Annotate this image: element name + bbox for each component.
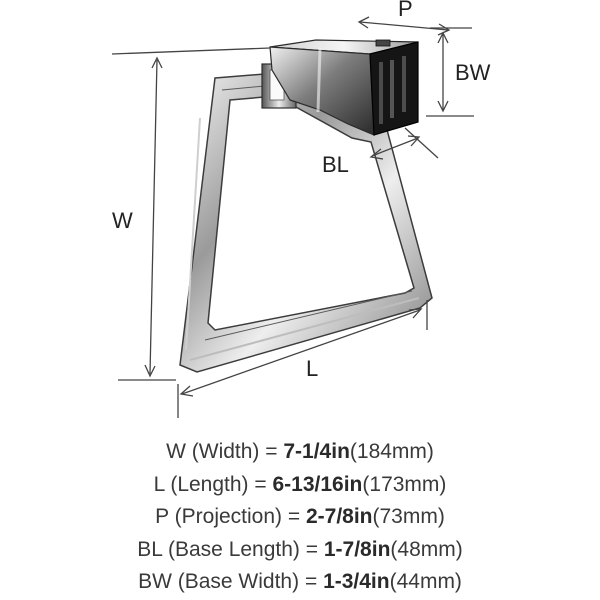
spec-name: (Width): [191, 440, 260, 463]
spec-value: 1-3/4in: [323, 570, 390, 593]
spec-row-length: L (Length) = 6-13/16in(173mm): [153, 472, 447, 496]
spec-value: 2-7/8in: [305, 505, 373, 528]
spec-row-base-length: BL (Base Length) = 1-7/8in(48mm): [137, 537, 463, 561]
spec-value: 6-13/16in: [272, 472, 363, 496]
spec-metric: (48mm): [390, 537, 463, 561]
spec-abbr: BL: [137, 537, 163, 561]
dimension-spec-list: W (Width) = 7-1/4in(184mm) L (Length) = …: [0, 436, 600, 599]
spec-abbr: BW: [138, 570, 172, 593]
spec-metric: (184mm): [349, 440, 434, 463]
spec-name: (Projection): [174, 505, 283, 528]
dim-label-l: L: [306, 356, 318, 381]
dim-label-bl: BL: [322, 152, 349, 177]
spec-name: (Length): [170, 472, 249, 496]
spec-value: 1-7/8in: [323, 537, 391, 561]
ring-frame: [179, 71, 433, 373]
spec-row-width: W (Width) = 7-1/4in(184mm): [166, 440, 434, 463]
dim-label-w: W: [112, 208, 133, 233]
spec-abbr: W: [166, 440, 186, 463]
spec-metric: (173mm): [362, 472, 447, 496]
spec-name: (Base Width): [177, 570, 300, 593]
spec-row-base-width: BW (Base Width) = 1-3/4in(44mm): [138, 570, 462, 593]
wall-base-block: [269, 39, 419, 136]
spec-row-projection: P (Projection) = 2-7/8in(73mm): [155, 505, 445, 528]
spec-name: (Base Length): [168, 537, 300, 561]
spec-abbr: L: [153, 472, 165, 496]
spec-value: 7-1/4in: [283, 440, 350, 463]
spec-metric: (73mm): [372, 505, 445, 528]
dim-label-p: P: [398, 0, 413, 21]
towel-ring-diagram: P BW BL W L: [111, 0, 491, 418]
dimension-lines: [111, 16, 474, 418]
spec-metric: (44mm): [389, 570, 462, 593]
spec-abbr: P: [155, 505, 169, 528]
dim-label-bw: BW: [455, 60, 491, 85]
